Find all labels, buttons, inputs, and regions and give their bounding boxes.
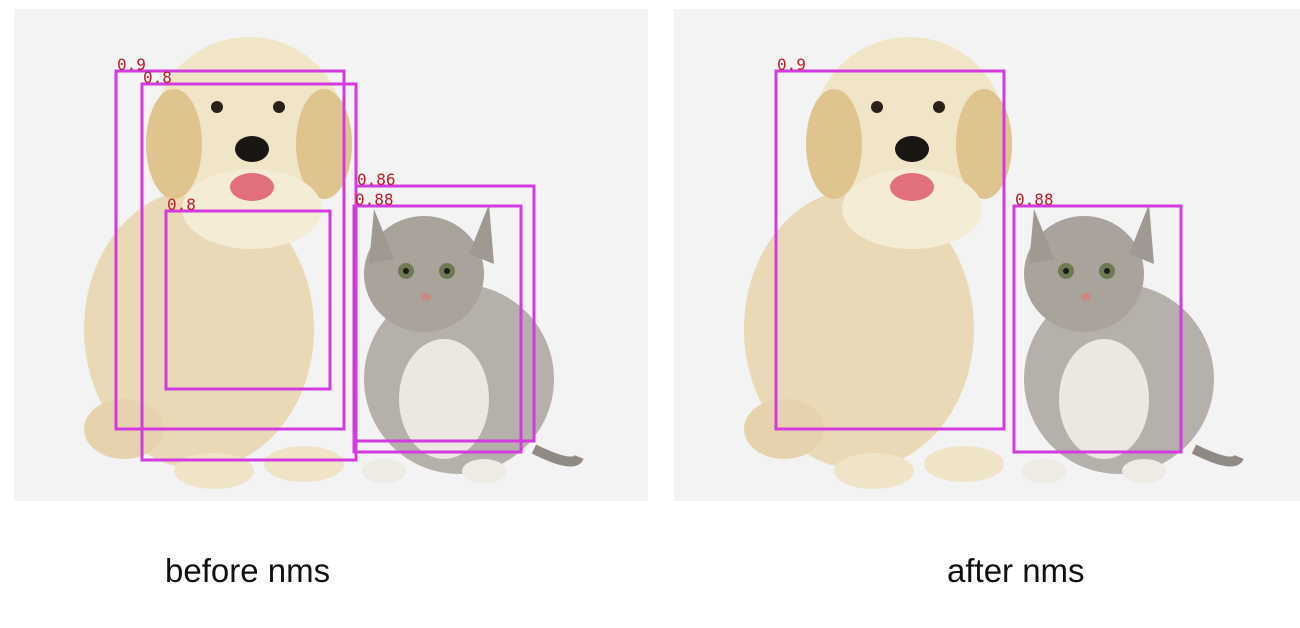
score-label: 0.8 bbox=[167, 195, 196, 214]
detection-box bbox=[114, 69, 346, 431]
score-label: 0.88 bbox=[1015, 190, 1054, 209]
score-label: 0.9 bbox=[117, 55, 146, 74]
cat-figure bbox=[1022, 204, 1244, 483]
dog-figure bbox=[744, 37, 1012, 489]
cat-figure bbox=[362, 204, 584, 483]
detection-boxes-after bbox=[774, 69, 1183, 454]
detection-box bbox=[164, 209, 332, 391]
detection-box bbox=[354, 184, 536, 443]
caption-after: after nms bbox=[947, 552, 1085, 589]
score-label: 0.88 bbox=[355, 190, 394, 209]
detection-box bbox=[352, 204, 523, 454]
detection-boxes-before bbox=[114, 69, 536, 462]
caption-before: before nms bbox=[165, 552, 331, 589]
image-panel-after: 0.9 0.88 bbox=[674, 9, 1300, 501]
detection-box bbox=[1012, 204, 1183, 454]
detection-image-before: 0.9 0.8 0.8 0.86 0.88 bbox=[14, 9, 648, 501]
score-label: 0.8 bbox=[143, 68, 172, 87]
score-label: 0.9 bbox=[777, 55, 806, 74]
detection-box bbox=[774, 69, 1006, 431]
detection-image-after: 0.9 0.88 bbox=[674, 9, 1300, 501]
image-panel-before: 0.9 0.8 0.8 0.86 0.88 bbox=[14, 9, 648, 501]
score-label: 0.86 bbox=[357, 170, 396, 189]
